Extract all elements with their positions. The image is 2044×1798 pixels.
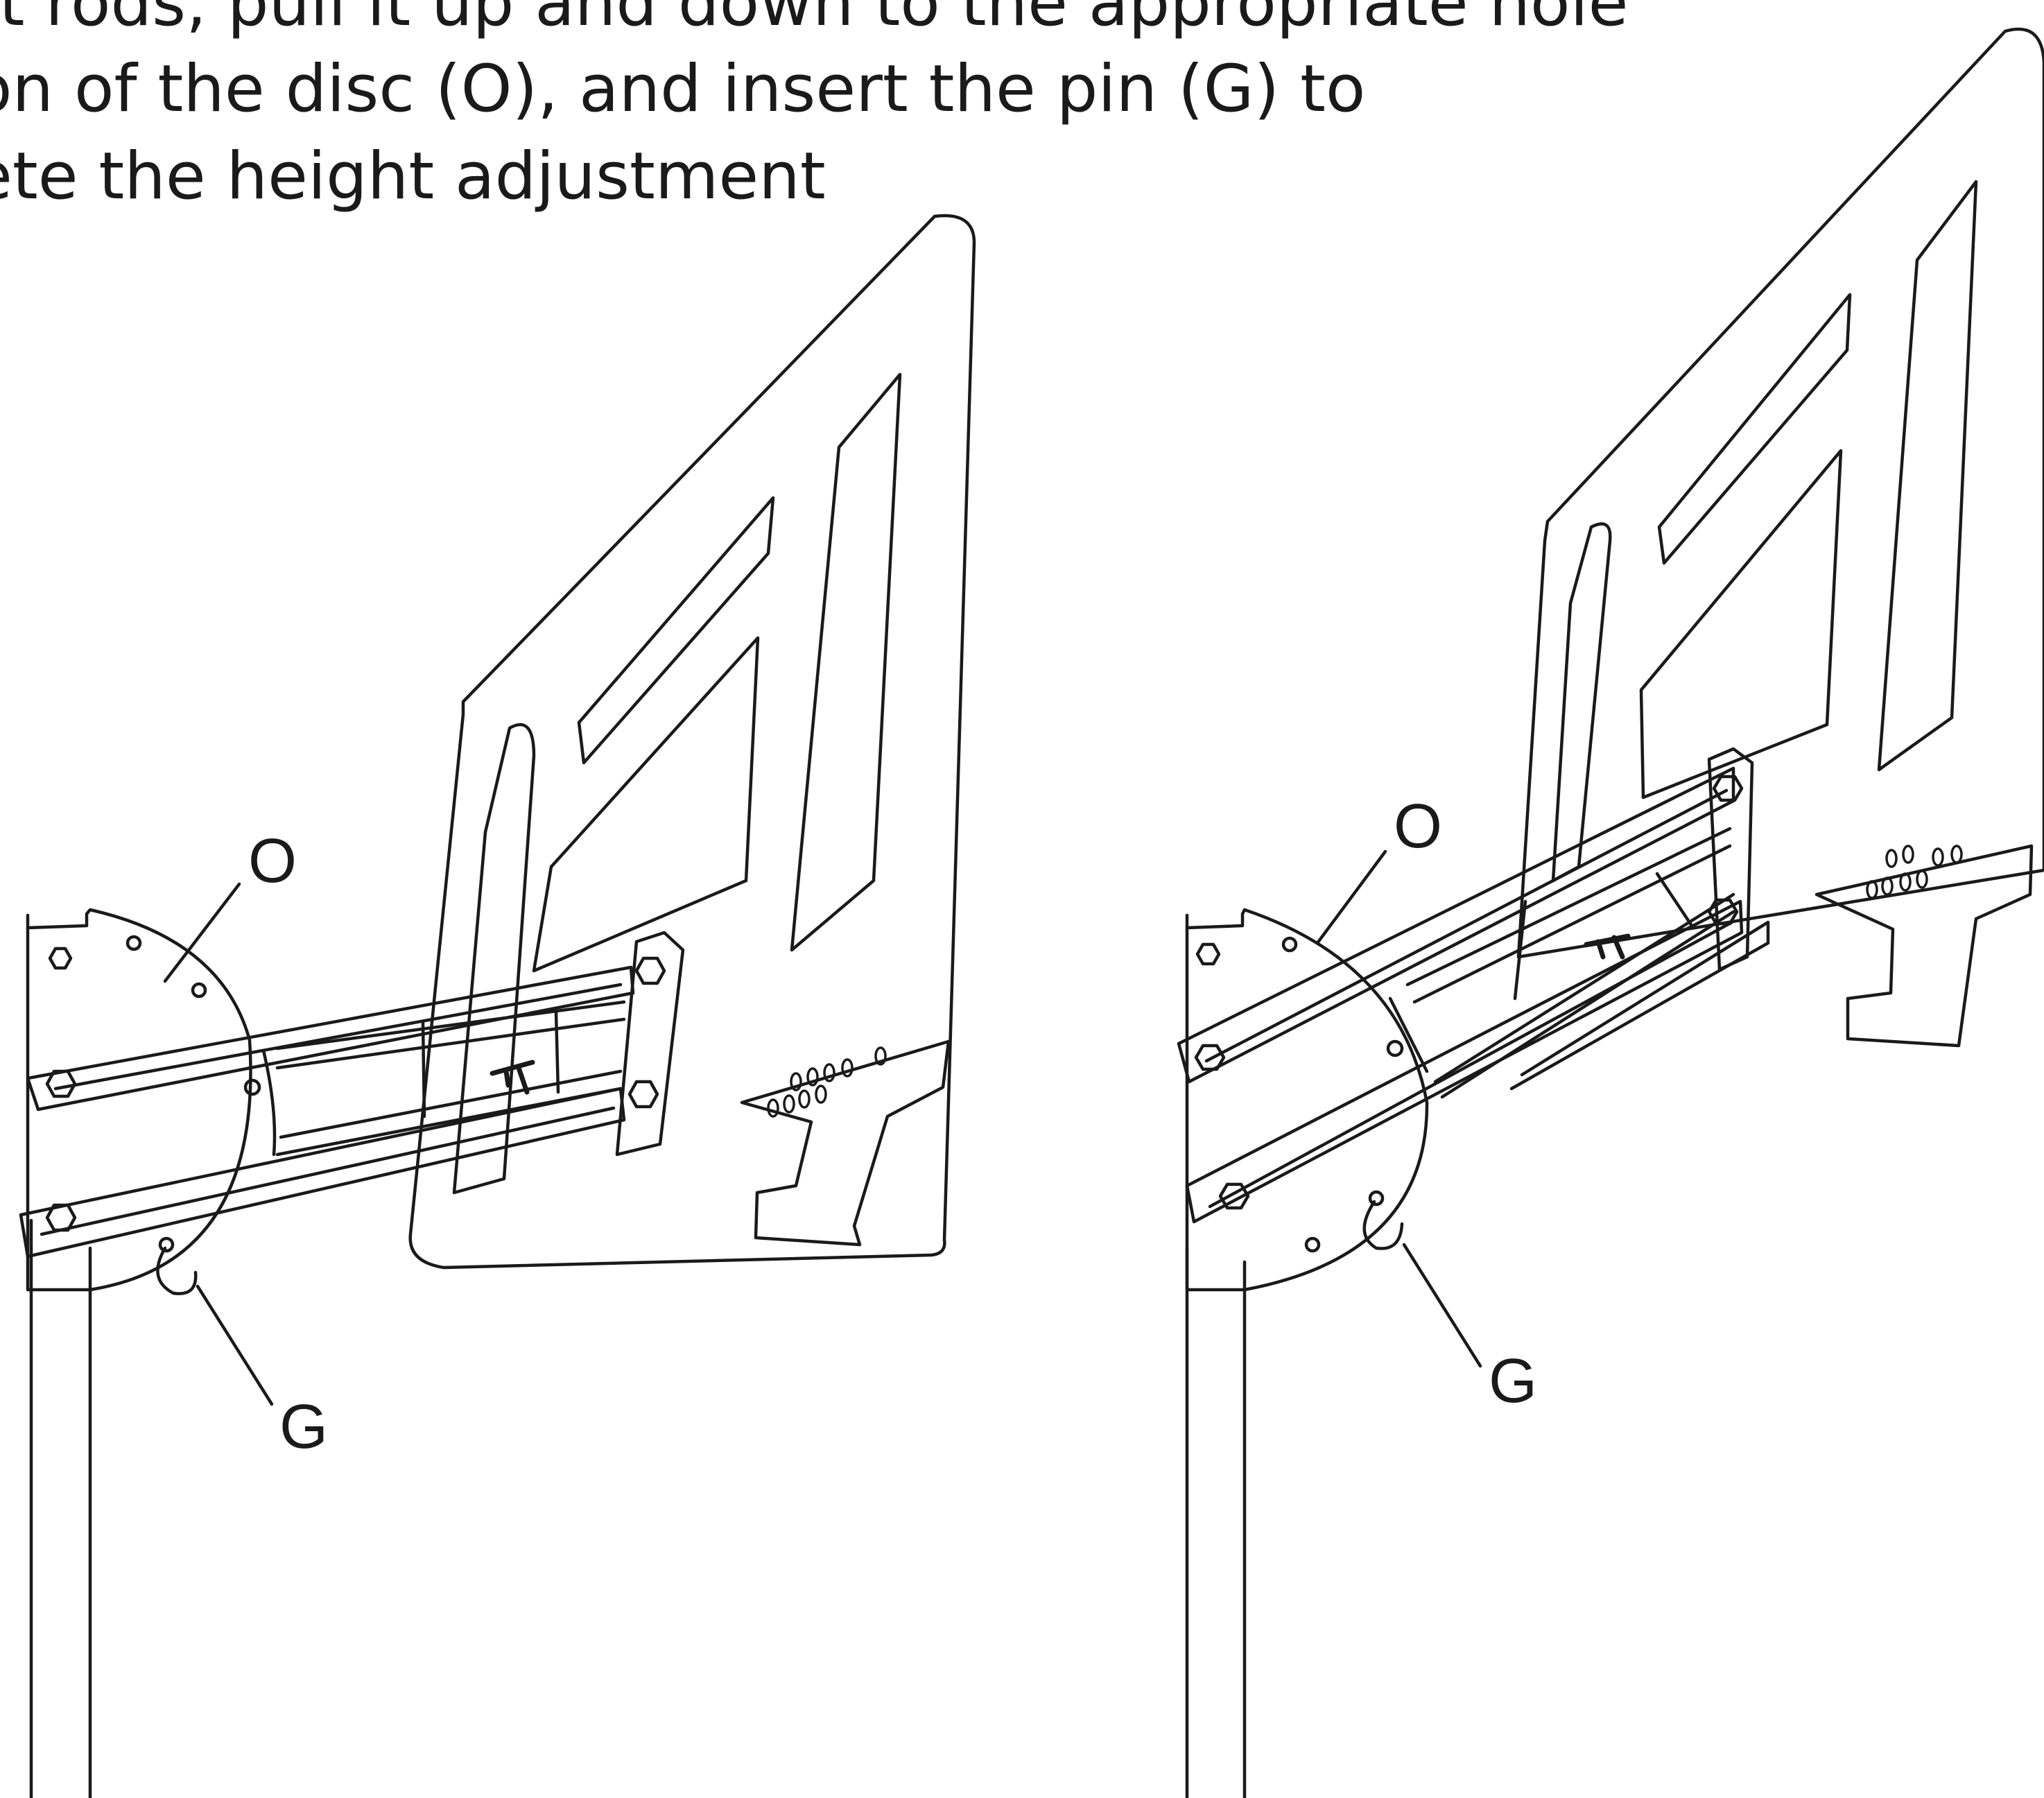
right-disc-leader: [1315, 849, 1387, 945]
instruction-line-2: on of the disc (O), and insert the pin (…: [0, 51, 1366, 127]
left-backboard: [408, 214, 976, 1270]
left-disc-label: O: [248, 827, 297, 896]
right-disc-label: O: [1394, 792, 1442, 861]
right-pin-leader: [1402, 1243, 1482, 1368]
left-disc: [26, 908, 252, 1295]
left-support-arms: [19, 931, 685, 1259]
left-rim-bracket: [740, 1039, 951, 1247]
right-hex-nuts: [1194, 775, 1744, 1210]
left-pin-label: G: [279, 1392, 328, 1462]
left-hex-nuts: [45, 946, 666, 1232]
right-rim-bracket: [1815, 844, 2034, 1048]
right-pin-label: G: [1489, 1347, 1537, 1416]
right-backboard: [1516, 27, 2044, 959]
right-pole: [1185, 1246, 1247, 1798]
instruction-line-1: rt rods, pull it up and down to the appr…: [0, 0, 1629, 41]
left-pole: [29, 1218, 92, 1798]
left-figure: [19, 214, 976, 1798]
right-figure: [1177, 27, 2044, 1798]
left-pin-leader: [196, 1284, 274, 1406]
right-support-arms: [1177, 747, 1770, 1224]
instruction-line-3: ete the height adjustment: [0, 139, 826, 214]
left-disc-leader: [163, 882, 241, 983]
right-disc: [1185, 908, 1429, 1292]
